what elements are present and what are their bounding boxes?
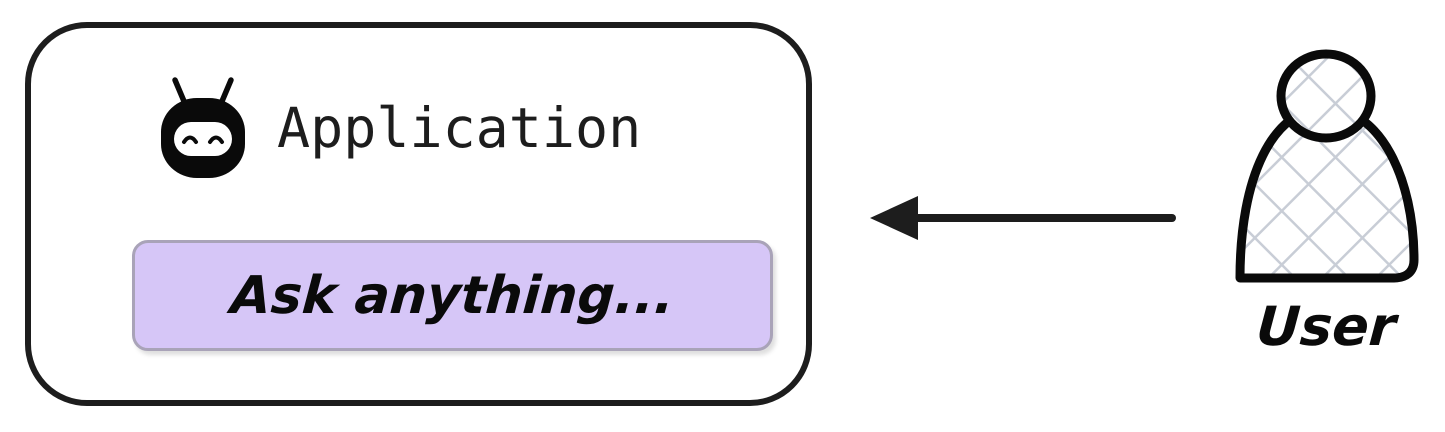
application-card: Application Ask anything... (25, 22, 812, 406)
user-label: User (1254, 295, 1398, 358)
application-title: Application (277, 95, 642, 160)
ask-anything-input-text: Ask anything... (228, 265, 677, 326)
user-figure-icon (1228, 48, 1424, 286)
ask-anything-input[interactable]: Ask anything... (132, 240, 773, 351)
robot-icon (151, 76, 255, 180)
application-header: Application (151, 76, 641, 180)
arrow-left-icon (866, 196, 1176, 240)
